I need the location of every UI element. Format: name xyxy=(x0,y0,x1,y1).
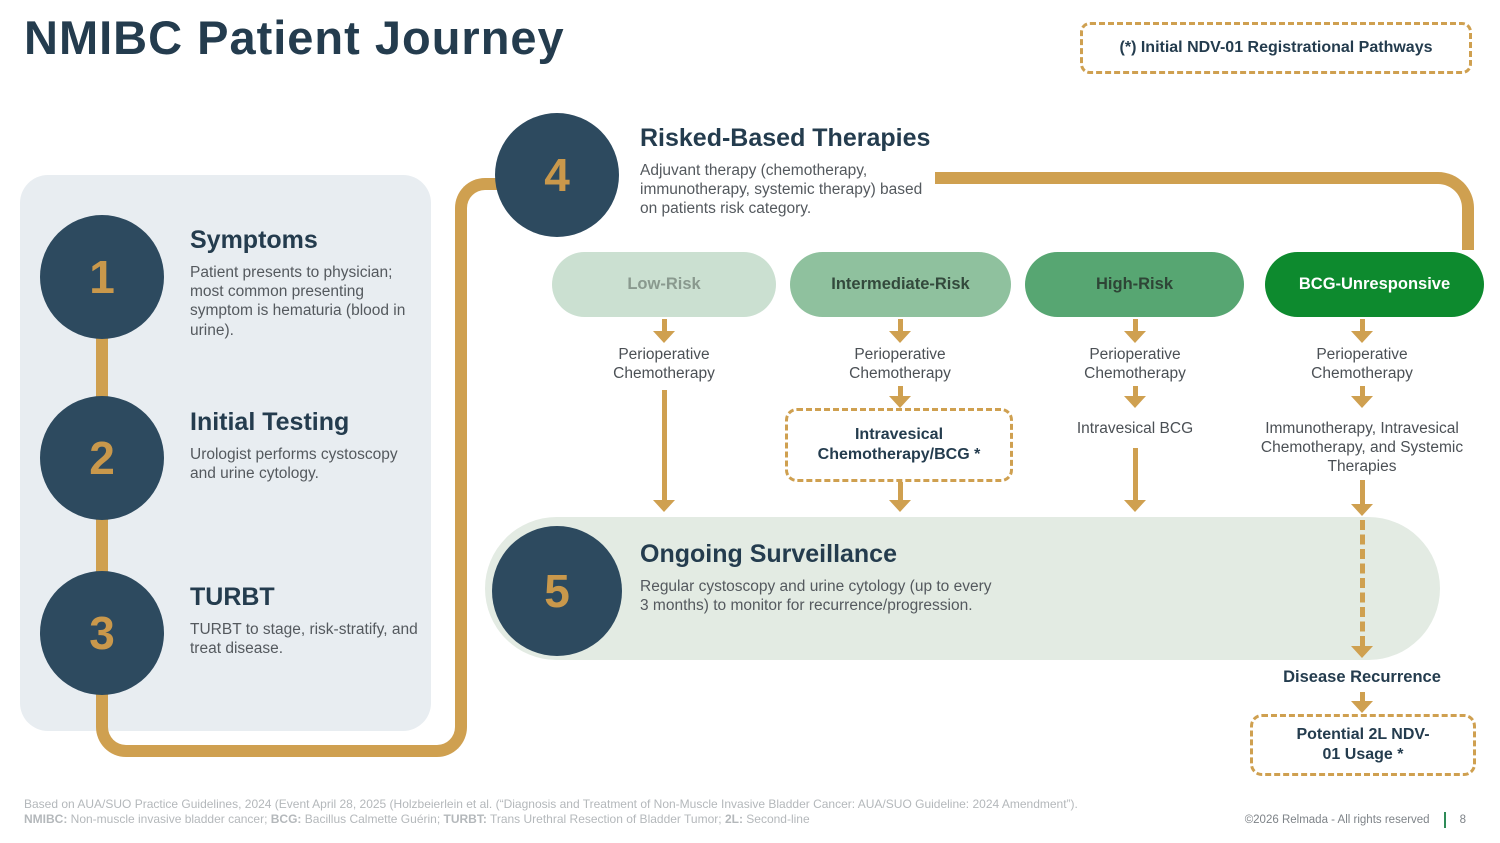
step-5-text: Ongoing Surveillance Regular cystoscopy … xyxy=(640,540,1020,615)
abbr-term: BCG: xyxy=(270,812,302,826)
intermediate-risk-treatment-label: Perioperative Chemotherapy xyxy=(849,346,951,382)
step-2-description: Urologist performs cystoscopy and urine … xyxy=(190,446,398,483)
potential-2l-ndv01-label: Potential 2L NDV-01 Usage * xyxy=(1296,726,1430,763)
step-2-text: Initial Testing Urologist performs cysto… xyxy=(190,408,418,483)
step-5-number: 5 xyxy=(544,565,570,617)
flow-arrow xyxy=(889,386,911,408)
flow-arrow xyxy=(1124,386,1146,408)
page-title: NMIBC Patient Journey xyxy=(24,11,565,64)
step-3-number: 3 xyxy=(89,607,115,659)
step-3-title: TURBT xyxy=(190,583,275,611)
page-number: 8 xyxy=(1459,814,1466,826)
abbr-definition: Non-muscle invasive bladder cancer; xyxy=(67,812,271,826)
step-5-title: Ongoing Surveillance xyxy=(640,540,897,568)
intermediate-risk-pill: Intermediate-Risk xyxy=(790,252,1011,317)
abbr-definition: Bacillus Calmette Guérin; xyxy=(301,812,444,826)
page-separator xyxy=(1443,812,1446,828)
step-4-text: Risked-Based Therapies Adjuvant therapy … xyxy=(640,124,970,219)
flow-arrow xyxy=(889,482,911,512)
high-risk-treatment-label: Perioperative Chemotherapy xyxy=(1084,346,1186,382)
flow-arrow xyxy=(1124,319,1146,343)
step-1-number: 1 xyxy=(89,251,115,303)
step-2-number: 2 xyxy=(89,432,115,484)
bcg-unresponsive-pill: BCG-Unresponsive xyxy=(1265,252,1484,317)
flow-arrow xyxy=(889,319,911,343)
step-5-circle: 5 xyxy=(492,526,622,656)
step-5-description: Regular cystoscopy and urine cytology (u… xyxy=(640,578,992,615)
flow-arrow xyxy=(1351,480,1373,516)
step-4-circle: 4 xyxy=(495,113,619,237)
abbr-definition: Trans Urethral Resection of Bladder Tumo… xyxy=(486,812,725,826)
ongoing-surveillance-bar xyxy=(485,517,1440,660)
step-1-description: Patient presents to physician; most comm… xyxy=(190,264,406,339)
step-2-circle: 2 xyxy=(40,396,164,520)
low-risk-pill: Low-Risk xyxy=(552,252,776,317)
potential-2l-ndv01-box: Potential 2L NDV-01 Usage * xyxy=(1250,714,1476,776)
step-3-text: TURBT TURBT to stage, risk-stratify, and… xyxy=(190,583,418,658)
step-4-title: Risked-Based Therapies xyxy=(640,124,931,152)
low-risk-treatment-label: Perioperative Chemotherapy xyxy=(613,346,715,382)
bcg-second-line-label: Immunotherapy, Intravesical Chemotherapy… xyxy=(1260,420,1464,475)
step-4-description: Adjuvant therapy (chemotherapy, immunoth… xyxy=(640,162,923,218)
abbr-term: NMIBC: xyxy=(24,812,68,826)
abbr-term: TURBT: xyxy=(443,812,487,826)
flow-arrow xyxy=(1351,692,1373,713)
registrational-pathways-badge: (*) Initial NDV-01 Registrational Pathwa… xyxy=(1080,22,1472,74)
copyright-text: ©2026 Relmada - All rights reserved xyxy=(1244,814,1430,826)
step-1-title: Symptoms xyxy=(190,226,318,254)
flow-arrow xyxy=(1351,646,1373,658)
copyright-line: ©2026 Relmada - All rights reserved 8 xyxy=(1245,812,1480,828)
disease-recurrence-label: Disease Recurrence xyxy=(1283,668,1441,686)
high-risk-pill: High-Risk xyxy=(1025,252,1244,317)
step-4-number: 4 xyxy=(544,149,570,201)
step-3-description: TURBT to stage, risk-stratify, and treat… xyxy=(190,621,418,658)
abbr-definition: Second-line xyxy=(742,812,810,826)
flow-arrow xyxy=(653,319,675,343)
step-2-title: Initial Testing xyxy=(190,408,350,436)
connector-line-bottom xyxy=(96,700,467,757)
intravesical-chemo-bcg-label: Intravesical Chemotherapy/BCG * xyxy=(817,426,981,463)
step-1-text: Symptoms Patient presents to physician; … xyxy=(190,226,418,340)
abbr-term: 2L: xyxy=(724,812,743,826)
bcg-treatment-label: Perioperative Chemotherapy xyxy=(1311,346,1413,382)
flow-arrow xyxy=(1351,386,1373,408)
footnote-abbreviations: NMIBC: Non-muscle invasive bladder cance… xyxy=(24,812,810,826)
footnote-source: Based on AUA/SUO Practice Guidelines, 20… xyxy=(24,797,1078,811)
intravesical-chemo-bcg-box: Intravesical Chemotherapy/BCG * xyxy=(785,408,1013,482)
dashed-flow-line xyxy=(1360,520,1365,646)
step-1-circle: 1 xyxy=(40,215,164,339)
connector-line-to-bcg xyxy=(935,172,1474,250)
flow-arrow xyxy=(1351,319,1373,343)
flow-arrow xyxy=(1124,448,1146,512)
intravesical-bcg-label: Intravesical BCG xyxy=(1076,420,1194,437)
step-3-circle: 3 xyxy=(40,571,164,695)
flow-arrow xyxy=(653,390,675,512)
